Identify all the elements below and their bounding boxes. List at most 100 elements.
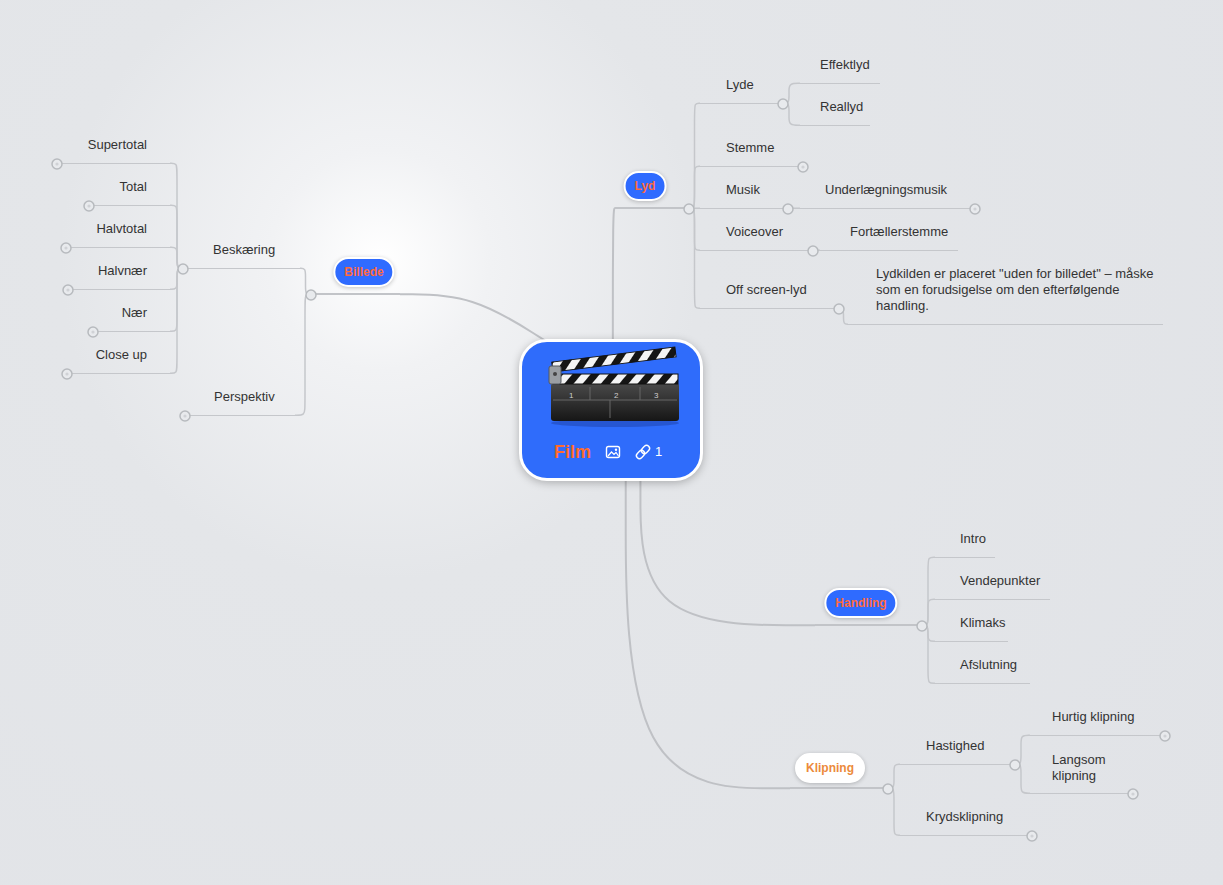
- hinge-pin: [553, 372, 557, 376]
- subtopic: Intro: [935, 528, 995, 558]
- knob-dot: [1030, 834, 1033, 837]
- knob-dot: [1163, 734, 1166, 737]
- topic-text: Afslutning: [960, 657, 1017, 673]
- branch-connector: [888, 788, 900, 835]
- collapse-knob: [970, 204, 980, 214]
- subtopic: Nær: [93, 302, 170, 332]
- clapperboard-icon: [549, 347, 679, 427]
- knob-dot: [1131, 792, 1134, 795]
- topic-text: Off screen-lyd: [726, 282, 807, 298]
- slate-number: 3: [654, 391, 658, 401]
- branch-connector: [613, 208, 615, 339]
- collapse-knob: [684, 204, 694, 214]
- subtopic: Langsom klipning: [1030, 748, 1133, 794]
- collapse-knob: [778, 99, 788, 109]
- branch-connector: [295, 294, 311, 415]
- branch-connector: [170, 205, 183, 268]
- collapse-knob: [783, 204, 793, 214]
- subtopic: Voiceover: [700, 221, 813, 251]
- subtopic: Perspektiv: [185, 386, 295, 416]
- link-icon: [635, 444, 651, 460]
- subtopic: Klimaks: [935, 612, 1008, 642]
- collapse-knob: [917, 621, 927, 631]
- slate-number: 1: [569, 391, 573, 401]
- subtopic: Halvnær: [68, 260, 170, 290]
- branch-connector: [689, 103, 700, 208]
- subtopic: Underlægningsmusik: [800, 179, 975, 209]
- subtopic: Supertotal: [57, 134, 170, 164]
- collapse-knob: [1027, 831, 1037, 841]
- topic-text: Klimaks: [960, 615, 1006, 631]
- board-line: [610, 400, 611, 418]
- collapse-knob: [62, 369, 72, 379]
- subtopic: Hurtig klipning: [1030, 706, 1165, 736]
- branch-label: Lyd: [624, 171, 667, 201]
- main-branch: Handling: [815, 585, 922, 626]
- topic-text: Halvnær: [98, 263, 147, 279]
- collapse-knob: [883, 784, 893, 794]
- clapper-arm: [552, 347, 676, 372]
- subtopic: Close up: [67, 344, 170, 374]
- collapse-knob: [834, 304, 844, 314]
- subtopic: Fortællerstemme: [820, 221, 958, 251]
- collapse-knob: [1010, 760, 1020, 770]
- branch-label: Handling: [824, 588, 897, 618]
- knob-dot: [87, 204, 90, 207]
- collapse-knob: [88, 327, 98, 337]
- topic-text: Effektlyd: [820, 57, 870, 73]
- image-sun: [615, 449, 617, 451]
- topic-text: Hurtig klipning: [1052, 709, 1134, 725]
- branch-connector: [626, 481, 790, 788]
- topic-text: Total: [120, 179, 147, 195]
- subtopic: Hastighed: [900, 735, 1015, 765]
- branch-connector: [689, 166, 700, 208]
- knob-dots: [55, 162, 1166, 837]
- topic-text: Beskæring: [213, 242, 275, 258]
- topic-text: Halvtotal: [96, 221, 147, 237]
- knob-dot: [64, 246, 67, 249]
- collapse-knobs: [52, 99, 1170, 841]
- branch-connector: [689, 208, 700, 308]
- topic-text: Reallyd: [820, 99, 863, 115]
- branch-connector: [922, 625, 935, 683]
- knob-dot: [973, 207, 976, 210]
- image-mountain: [608, 452, 619, 456]
- subtopic: Lyde: [700, 74, 783, 104]
- subtopic: Reallyd: [800, 96, 870, 126]
- branch-label: Billede: [333, 257, 394, 287]
- board-line: [640, 387, 641, 400]
- subtopic: Off screen-lyd: [700, 279, 839, 309]
- topic-text: Langsom klipning: [1052, 752, 1133, 784]
- topic-text: Stemme: [726, 140, 774, 156]
- knob-dot: [183, 414, 186, 417]
- collapse-knob: [63, 285, 73, 295]
- subtopic: Vendepunkter: [935, 570, 1050, 600]
- topic-text: Intro: [960, 531, 986, 547]
- slate-band: [553, 374, 678, 384]
- subtopic: Halvtotal: [66, 218, 170, 248]
- collapse-knob: [1160, 731, 1170, 741]
- slate-number: 2: [614, 391, 618, 401]
- topic-text: Close up: [96, 347, 147, 363]
- collapse-knob: [306, 290, 316, 300]
- subtopic: Beskæring: [183, 239, 300, 269]
- knob-dot: [65, 372, 68, 375]
- topic-text: Lydkilden er placeret "uden for billedet…: [876, 266, 1161, 314]
- topic-text: Supertotal: [88, 137, 147, 153]
- image-frame: [607, 447, 620, 458]
- subtopic: Total: [89, 176, 170, 206]
- knob-dot: [55, 162, 58, 165]
- topic-text: Lyde: [726, 77, 754, 93]
- collapse-knob: [1128, 789, 1138, 799]
- subtopic: Effektlyd: [800, 54, 880, 84]
- subtopic: Musik: [700, 179, 788, 209]
- branch-connector: [170, 163, 183, 268]
- collapse-knob: [52, 159, 62, 169]
- topic-text: Musik: [726, 182, 760, 198]
- main-branch: Klipning: [790, 748, 888, 789]
- knob-dot: [66, 288, 69, 291]
- link-count: 1: [655, 444, 662, 460]
- branch-label: Klipning: [795, 753, 865, 783]
